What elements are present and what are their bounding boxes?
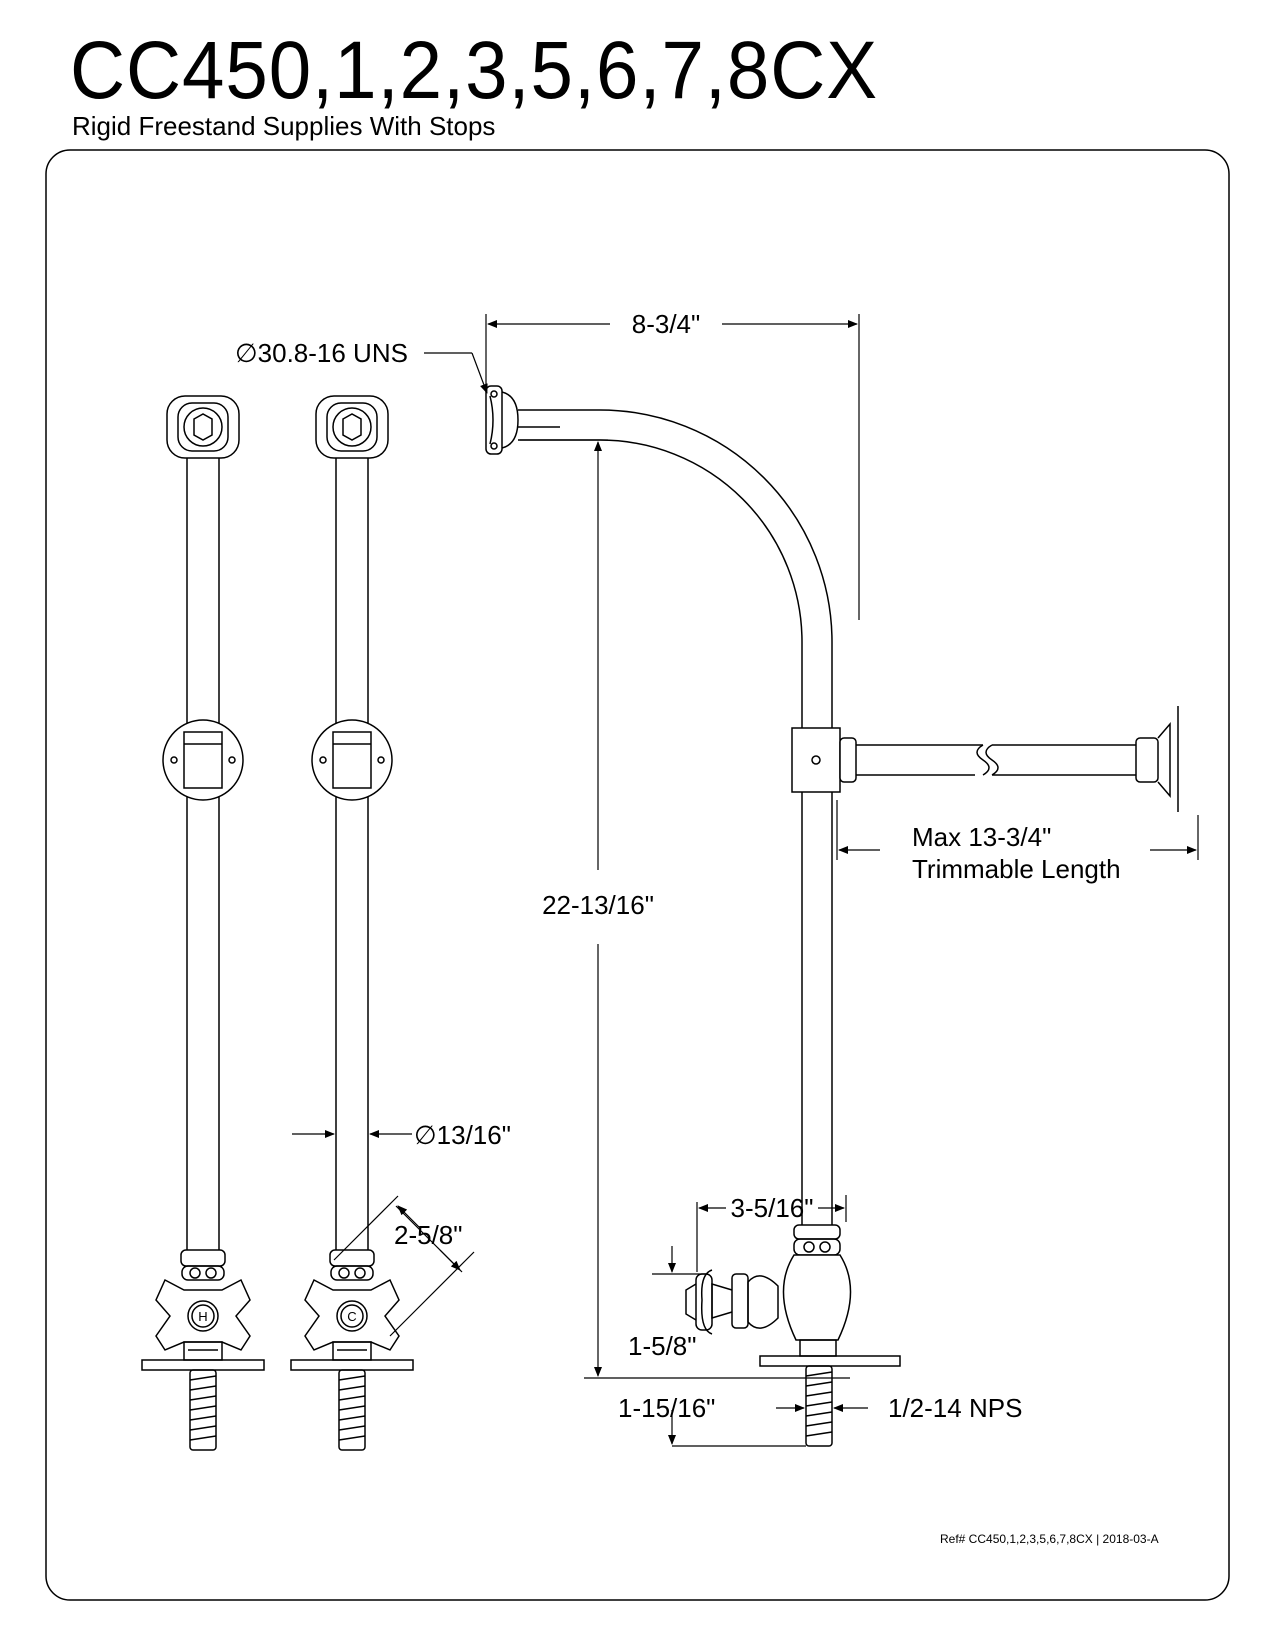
wall-flange-icon — [1135, 706, 1179, 812]
side-view-supply — [485, 385, 1179, 1447]
page-subtitle: Rigid Freestand Supplies With Stops — [72, 111, 496, 141]
side-stop-valve-icon — [685, 1224, 852, 1357]
base-offset-dimension — [668, 1410, 806, 1447]
valve-offset-dimension — [696, 1195, 847, 1272]
flange-connector-icon — [485, 385, 519, 455]
handle-span-label: 2-5/8" — [394, 1220, 463, 1250]
base-offset-label: 1-15/16" — [618, 1393, 715, 1423]
pipe-diameter-label: ∅13/16" — [414, 1120, 511, 1150]
side-threaded-shank-icon — [805, 1365, 833, 1447]
width-dimension — [485, 314, 860, 620]
mounting-bracket-icon — [162, 719, 244, 801]
supply-cold: C — [290, 395, 414, 1451]
thread-spec-label: 1/2-14 NPS — [888, 1393, 1022, 1423]
base-plate — [290, 1359, 414, 1371]
stop-valve-icon — [155, 1249, 251, 1361]
connector-nut-icon — [166, 395, 240, 459]
supply-hot: H — [141, 395, 265, 1451]
handle-span-dimension — [333, 1195, 475, 1337]
mounting-bracket-icon — [311, 719, 393, 801]
cold-handle-label: C — [347, 1309, 356, 1324]
trimmable-length-label: Trimmable Length — [912, 854, 1121, 884]
height-label: 22-13/16" — [542, 890, 654, 920]
handle-height-dimension — [652, 1246, 706, 1275]
connector-nut-icon — [315, 395, 389, 459]
stop-valve-icon — [304, 1249, 400, 1361]
flange-thread-leader — [424, 352, 488, 394]
drawing-frame — [45, 149, 1230, 1601]
handle-height-label: 1-5/8" — [628, 1331, 697, 1361]
flange-thread-label: ∅30.8-16 UNS — [235, 338, 408, 368]
threaded-shank-icon — [189, 1369, 217, 1451]
tee-fitting-icon — [791, 727, 857, 793]
curved-pipe — [518, 409, 833, 1225]
base-plate — [141, 1359, 265, 1371]
page-title: CC450,1,2,3,5,6,7,8CX — [70, 25, 879, 116]
valve-offset-label: 3-5/16" — [731, 1193, 814, 1223]
threaded-shank-icon — [338, 1369, 366, 1451]
max-length-label: Max 13-3/4" — [912, 822, 1051, 852]
height-dimension — [520, 439, 850, 1379]
width-label: 8-3/4" — [632, 309, 701, 339]
hot-handle-label: H — [198, 1309, 207, 1324]
trimmable-length-dimension — [836, 800, 1199, 860]
reference-number: Ref# CC450,1,2,3,5,6,7,8CX | 2018-03-A — [940, 1532, 1159, 1546]
side-base-plate — [759, 1355, 901, 1367]
